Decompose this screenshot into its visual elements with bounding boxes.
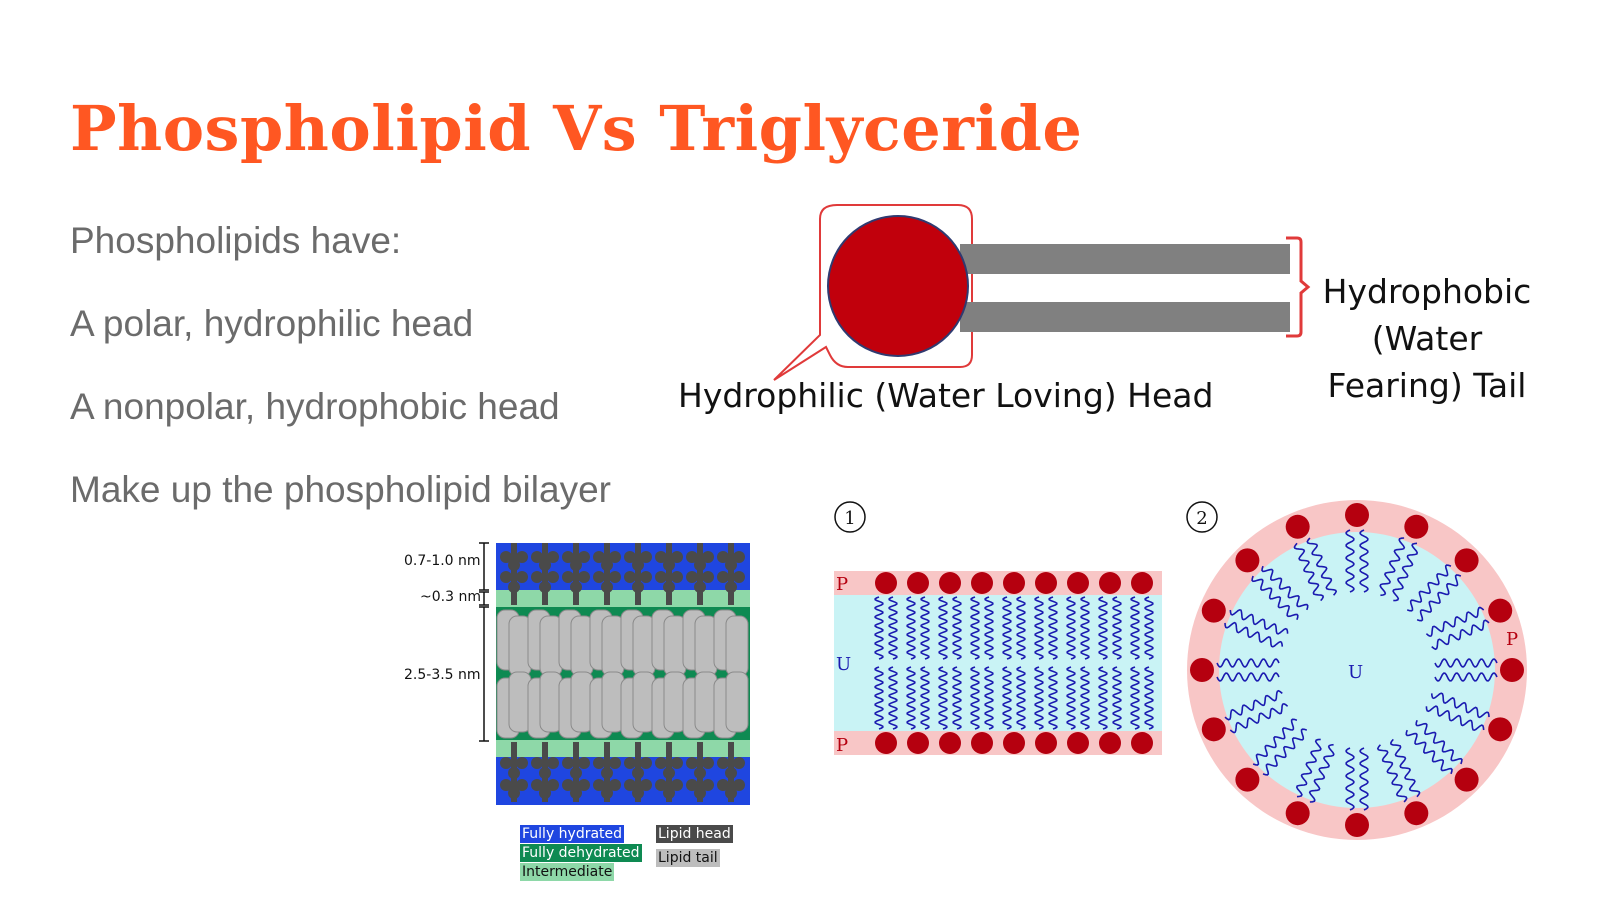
micelle-structure: 2 P U xyxy=(1186,500,1527,840)
hydrophilic-head-circle xyxy=(827,215,969,357)
structure-number-badge xyxy=(1186,501,1218,533)
legend-fully-hydrated: Fully hydrated xyxy=(520,825,625,843)
legend-intermediate: Intermediate xyxy=(520,863,615,881)
phospholipid-diagram xyxy=(770,195,1610,435)
micelle-core xyxy=(1219,532,1495,808)
legend-lipid-tail: Lipid tail xyxy=(656,849,720,867)
bilayer-structure: 1 P U P xyxy=(834,501,1162,756)
tail-bar-top xyxy=(960,244,1290,274)
bullet-item: Make up the phospholipid bilayer xyxy=(70,469,611,510)
phospholipid-molecule-svg xyxy=(773,204,1311,381)
structure-number-badge xyxy=(834,501,866,533)
structure-number: 2 xyxy=(1196,508,1207,529)
scale-bars xyxy=(479,542,489,742)
bilayer-heads xyxy=(875,572,1153,754)
scale-label-headgroup: 0.7-1.0 nm xyxy=(404,553,481,569)
bilayer-tails xyxy=(874,596,1154,730)
bullet-item: Phospholipids have: xyxy=(70,220,402,261)
tail-label-line: (Water xyxy=(1371,319,1483,358)
micelle-tails xyxy=(1216,529,1498,811)
tail-label-line: Fearing) Tail xyxy=(1327,366,1527,405)
tail-label: Hydrophobic (Water Fearing) Tail xyxy=(1320,268,1534,409)
bilayer-core xyxy=(834,595,1162,731)
scale-label-tail-region: 2.5-3.5 nm xyxy=(404,667,481,683)
slide-title: Phospholipid Vs Triglyceride xyxy=(70,92,1083,165)
nonpolar-mark: U xyxy=(1348,662,1363,683)
bilayer-scale-diagram: 0.7-1.0 nm ~0.3 nm 2.5-3.5 nm xyxy=(400,535,760,815)
legend-fully-dehydrated: Fully dehydrated xyxy=(520,844,642,862)
bullet-item: A polar, hydrophilic head xyxy=(70,303,474,344)
bullet-item: A nonpolar, hydrophobic head xyxy=(70,386,560,427)
head-label: Hydrophilic (Water Loving) Head xyxy=(678,376,1214,415)
structures-svg: 1 P U P 2 P U xyxy=(834,500,1527,840)
legend-lipid-head: Lipid head xyxy=(656,825,733,843)
bullet-list: Phospholipids have: A polar, hydrophilic… xyxy=(70,222,611,554)
tail-label-line: Hydrophobic xyxy=(1322,272,1532,311)
head-callout-outline xyxy=(773,204,973,381)
structure-diagrams: 1 P U P 2 P U xyxy=(830,495,1550,855)
structure-number: 1 xyxy=(844,508,855,529)
nonpolar-mark: U xyxy=(836,654,851,675)
tail-bar-bottom xyxy=(960,302,1290,332)
polar-mark: P xyxy=(836,735,848,756)
micelle-heads xyxy=(1190,503,1524,837)
polar-mark: P xyxy=(836,574,848,595)
bilayer-image xyxy=(496,543,750,805)
bilayer-scale-svg xyxy=(479,542,750,805)
tail-bracket xyxy=(1286,236,1311,338)
scale-label-interface: ~0.3 nm xyxy=(420,589,481,605)
polar-mark: P xyxy=(1506,629,1518,650)
